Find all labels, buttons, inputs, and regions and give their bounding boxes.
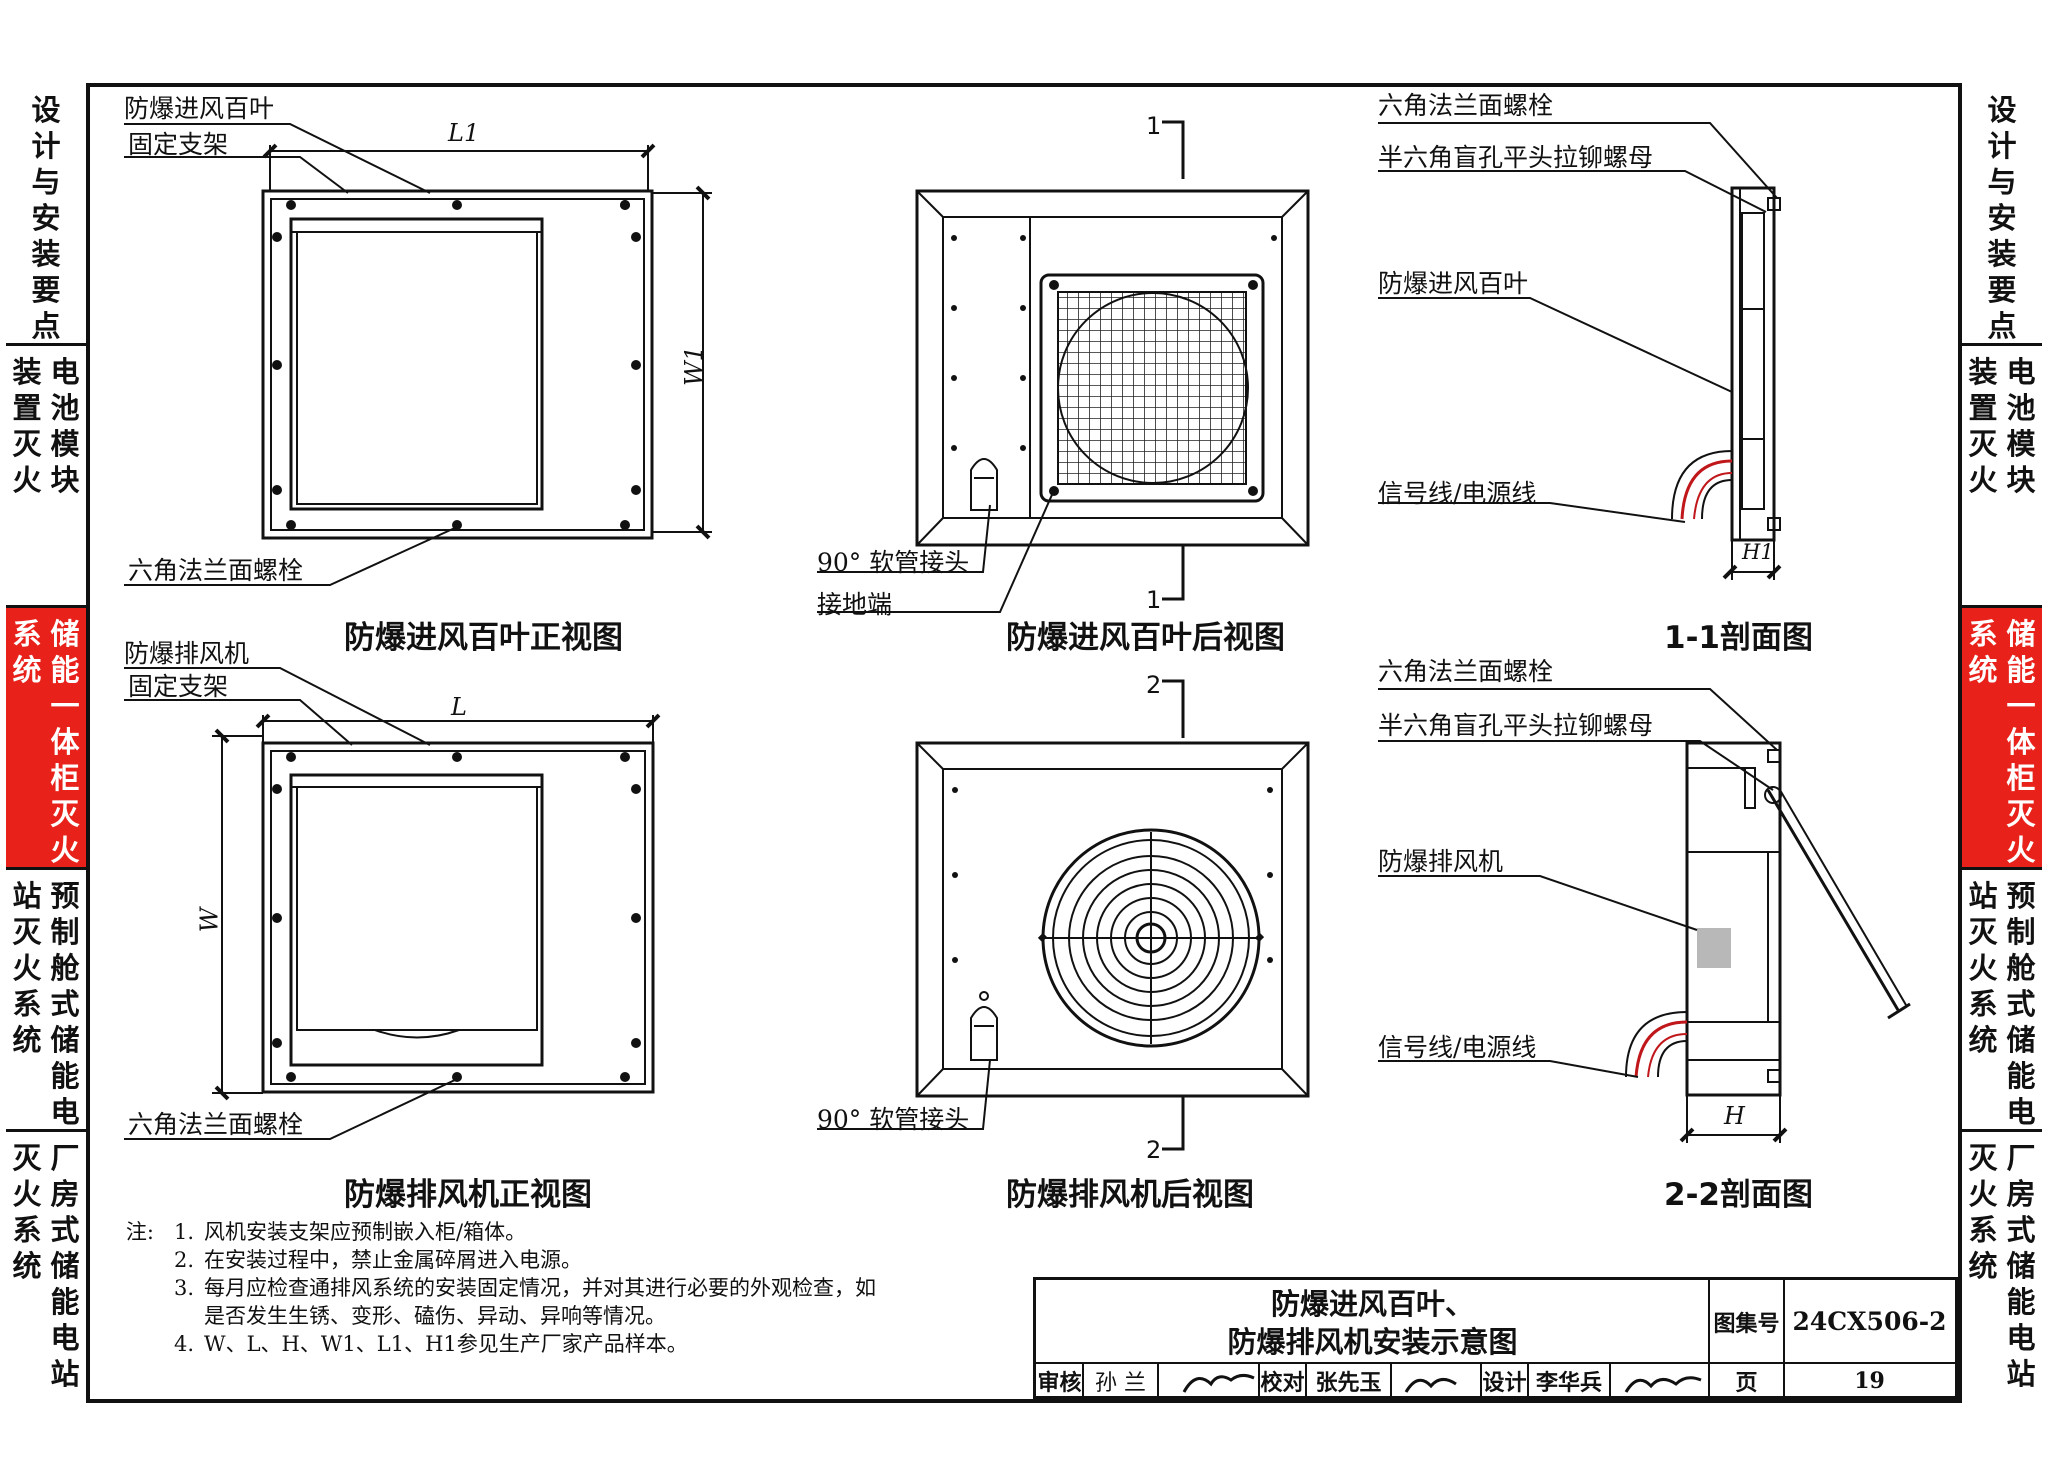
- label-fan-s2: 防爆排风机: [1378, 847, 1504, 876]
- side-tab-text: 设计与安装要点: [31, 93, 61, 343]
- page-label: 页: [1735, 1371, 1758, 1396]
- note-text: 是否发生生锈、变形、磕伤、异动、异响等情况。: [204, 1304, 666, 1328]
- page-number: 19: [1854, 1368, 1885, 1394]
- side-tab-plant[interactable]: 厂房式储能电站灭火系统: [6, 1132, 86, 1402]
- side-tab-cabinet[interactable]: 储能一体柜灭火系统: [1962, 608, 2042, 870]
- label-signal-s2: 信号线/电源线: [1378, 1033, 1537, 1062]
- side-tab-cabinet[interactable]: 储能一体柜灭火系统: [6, 608, 86, 870]
- atlas-label: 图集号: [1713, 1311, 1780, 1337]
- dim-W: W: [195, 907, 224, 933]
- label-hose-fan: 90° 软管接头: [817, 1105, 970, 1134]
- label-half-hex-nut-s1: 半六角盲孔平头拉铆螺母: [1378, 143, 1654, 172]
- side-tab-text: 储能一体柜灭火: [2006, 617, 2036, 867]
- side-tab-plant[interactable]: 厂房式储能电站灭火系统: [1962, 1132, 2042, 1402]
- dim-L: L: [451, 693, 467, 721]
- drawing-title-line1: 防爆进风百叶、: [1270, 1287, 1474, 1321]
- designer-name: 李华兵: [1535, 1371, 1602, 1396]
- dim-H: H: [1724, 1102, 1745, 1130]
- dim-L1: L1: [448, 119, 480, 147]
- label-louver: 防爆进风百叶: [124, 94, 275, 123]
- label-bracket-fan: 固定支架: [128, 672, 229, 701]
- note-number: 2.: [173, 1248, 194, 1272]
- note-text: 每月应检查通排风系统的安装固定情况，并对其进行必要的外观检查，如: [204, 1276, 876, 1300]
- title-louver-back: 防爆进风百叶后视图: [1006, 620, 1285, 656]
- title-block: 防爆进风百叶、 防爆排风机安装示意图 图集号 24CX506-2 审核 孙 兰 …: [1033, 1277, 1961, 1402]
- louver-front-view: [124, 123, 712, 586]
- section-mark-2-bottom: 2: [1146, 1136, 1162, 1164]
- louver-back-view: [817, 120, 1310, 613]
- side-tab-text: 预制舱式储能电: [2006, 879, 2036, 1129]
- design-label: 设计: [1482, 1371, 1527, 1396]
- side-tab-text: 电池模块: [2006, 355, 2036, 497]
- side-tab-prefab[interactable]: 预制舱式储能电站灭火系统: [1962, 870, 2042, 1132]
- label-hex-bolt-s1: 六角法兰面螺栓: [1378, 91, 1554, 120]
- label-fan: 防爆排风机: [124, 639, 250, 668]
- side-tab-prefab[interactable]: 预制舱式储能电站灭火系统: [6, 870, 86, 1132]
- side-tab-text: 系统: [12, 617, 42, 687]
- title-fan-front: 防爆排风机正视图: [344, 1177, 592, 1213]
- notes-prefix: 注:: [125, 1220, 154, 1244]
- drawing-title-line2: 防爆排风机安装示意图: [1227, 1325, 1518, 1359]
- side-tab-design[interactable]: 设计与安装要点: [1962, 84, 2042, 346]
- side-tab-text: 电池模块: [50, 355, 80, 497]
- fan-back-view: [817, 679, 1310, 1151]
- section-1-1-view: [1378, 122, 1782, 580]
- side-tab-text: 灭火系统: [1968, 1141, 1998, 1283]
- label-ground: 接地端: [817, 590, 893, 619]
- check-label: 校对: [1260, 1371, 1305, 1396]
- label-hex-bolt-fan: 六角法兰面螺栓: [128, 1110, 304, 1139]
- section-mark-1-top: 1: [1146, 112, 1162, 140]
- side-tab-text: 装置灭火: [12, 355, 42, 497]
- note-number: 3.: [173, 1276, 194, 1300]
- side-tab-text: 厂房式储能电站: [2006, 1141, 2036, 1391]
- section-mark-1-bottom: 1: [1146, 586, 1162, 614]
- note-number: 1.: [173, 1220, 194, 1244]
- side-tab-design[interactable]: 设计与安装要点: [6, 84, 86, 346]
- drawing-frame: [86, 83, 1962, 1403]
- title-section-2-2: 2-2剖面图: [1664, 1177, 1814, 1213]
- side-tab-text: 系统: [1968, 617, 1998, 687]
- label-bracket: 固定支架: [128, 130, 229, 159]
- side-tab-text: 装置灭火: [1968, 355, 1998, 497]
- side-tab-text: 设计与安装要点: [1987, 93, 2017, 343]
- side-tab-battery[interactable]: 电池模块装置灭火: [1962, 346, 2042, 608]
- note-text: W、L、H、W1、L1、H1参见生产厂家产品样本。: [204, 1332, 688, 1356]
- side-tab-battery[interactable]: 电池模块装置灭火: [6, 346, 86, 608]
- note-number: 4.: [173, 1332, 194, 1356]
- title-louver-front: 防爆进风百叶正视图: [344, 620, 623, 656]
- section-2-2-view: [1378, 688, 1911, 1143]
- title-section-1-1: 1-1剖面图: [1664, 620, 1814, 656]
- title-block-lines: [1036, 1280, 1961, 1402]
- note-number: [164, 1302, 204, 1330]
- atlas-number: 24CX506-2: [1792, 1307, 1947, 1336]
- side-tab-text: 储能一体柜灭火: [50, 617, 80, 867]
- fan-front-view: [124, 667, 661, 1140]
- side-tab-text: 厂房式储能电站: [50, 1141, 80, 1391]
- side-tab-text: 预制舱式储能电: [50, 879, 80, 1129]
- label-hex-bolt: 六角法兰面螺栓: [128, 556, 304, 585]
- side-tab-text: 灭火系统: [12, 1141, 42, 1283]
- checker-name: 张先玉: [1315, 1371, 1382, 1396]
- dim-H1: H1: [1742, 540, 1774, 564]
- label-louver-s1: 防爆进风百叶: [1378, 269, 1529, 298]
- label-hose: 90° 软管接头: [817, 548, 970, 577]
- note-text: 风机安装支架应预制嵌入柜/箱体。: [204, 1220, 527, 1244]
- dim-W1: W1: [679, 346, 708, 386]
- review-label: 审核: [1037, 1371, 1082, 1396]
- title-fan-back: 防爆排风机后视图: [1006, 1177, 1254, 1213]
- note-text: 在安装过程中，禁止金属碎屑进入电源。: [204, 1248, 582, 1272]
- section-mark-2-top: 2: [1146, 671, 1162, 699]
- notes-block: 注: 1. 风机安装支架应预制嵌入柜/箱体。 2. 在安装过程中，禁止金属碎屑进入电源…: [110, 1218, 1010, 1358]
- label-signal-s1: 信号线/电源线: [1378, 479, 1537, 508]
- label-hex-bolt-s2: 六角法兰面螺栓: [1378, 657, 1554, 686]
- label-half-hex-nut-s2: 半六角盲孔平头拉铆螺母: [1378, 711, 1654, 740]
- side-tab-text: 站灭火系统: [12, 879, 42, 1057]
- side-tab-text: 站灭火系统: [1968, 879, 1998, 1057]
- reviewer-name: 孙 兰: [1095, 1371, 1146, 1396]
